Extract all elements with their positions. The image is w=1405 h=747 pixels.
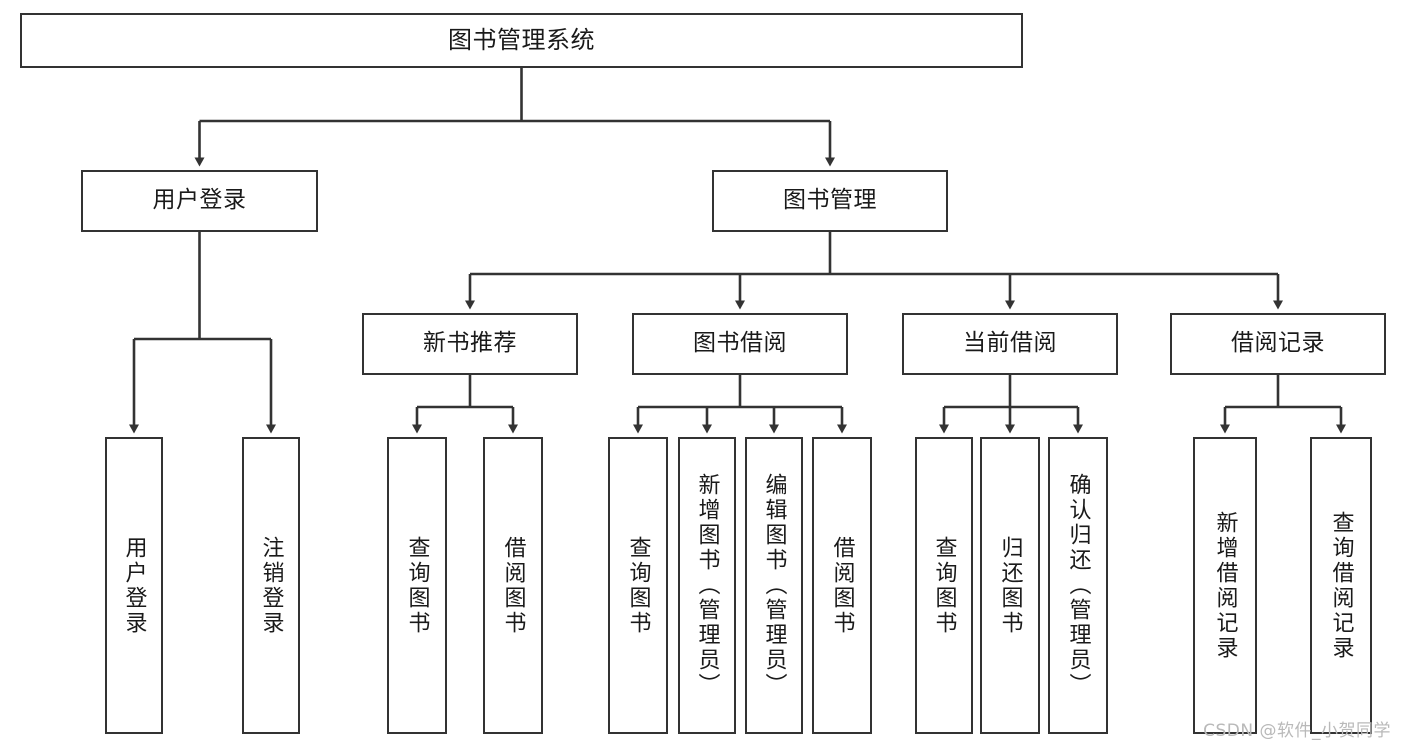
node-label: 查询图书 [625,535,651,636]
node-l2-login[interactable]: 用户登录 [81,170,318,232]
node-label: 当前借阅 [963,330,1057,357]
node-label: 注销登录 [258,535,284,636]
node-label: 借阅图书 [500,535,526,636]
node-leaf-3[interactable]: 查询图书 [387,437,447,734]
node-label: 用户登录 [152,187,247,214]
node-label: 用户登录 [121,535,147,636]
node-leaf-8[interactable]: 借阅图书 [812,437,872,734]
node-label: 借阅记录 [1231,330,1325,357]
node-label: 查询图书 [931,535,957,636]
node-leaf-4[interactable]: 借阅图书 [483,437,543,734]
node-label: 新增借阅记录 [1212,510,1238,661]
node-label: 查询借阅记录 [1328,510,1354,661]
node-l2-bookmgr[interactable]: 图书管理 [712,170,948,232]
node-root[interactable]: 图书管理系统 [20,13,1023,68]
node-label: 图书借阅 [693,330,787,357]
node-label: 图书管理系统 [448,26,595,55]
node-label: 新书推荐 [423,330,517,357]
node-l3-newbook[interactable]: 新书推荐 [362,313,578,375]
node-leaf-10[interactable]: 归还图书 [980,437,1040,734]
node-leaf-9[interactable]: 查询图书 [915,437,973,734]
node-label: 编辑图书（管理员） [761,473,787,698]
csdn-watermark: CSDN @软件_小贺同学 [1203,721,1391,741]
node-leaf-5[interactable]: 查询图书 [608,437,668,734]
node-l3-borrow[interactable]: 图书借阅 [632,313,848,375]
node-leaf-2[interactable]: 注销登录 [242,437,300,734]
node-leaf-1[interactable]: 用户登录 [105,437,163,734]
node-leaf-12[interactable]: 新增借阅记录 [1193,437,1257,734]
node-label: 查询图书 [404,535,430,636]
node-l3-current[interactable]: 当前借阅 [902,313,1118,375]
node-label: 归还图书 [997,535,1023,636]
node-leaf-7[interactable]: 编辑图书（管理员） [745,437,803,734]
node-leaf-11[interactable]: 确认归还（管理员） [1048,437,1108,734]
node-l3-records[interactable]: 借阅记录 [1170,313,1386,375]
node-leaf-6[interactable]: 新增图书（管理员） [678,437,736,734]
node-label: 确认归还（管理员） [1065,473,1091,698]
node-label: 借阅图书 [829,535,855,636]
node-leaf-13[interactable]: 查询借阅记录 [1310,437,1372,734]
node-label: 图书管理 [783,187,877,214]
node-label: 新增图书（管理员） [694,473,720,698]
